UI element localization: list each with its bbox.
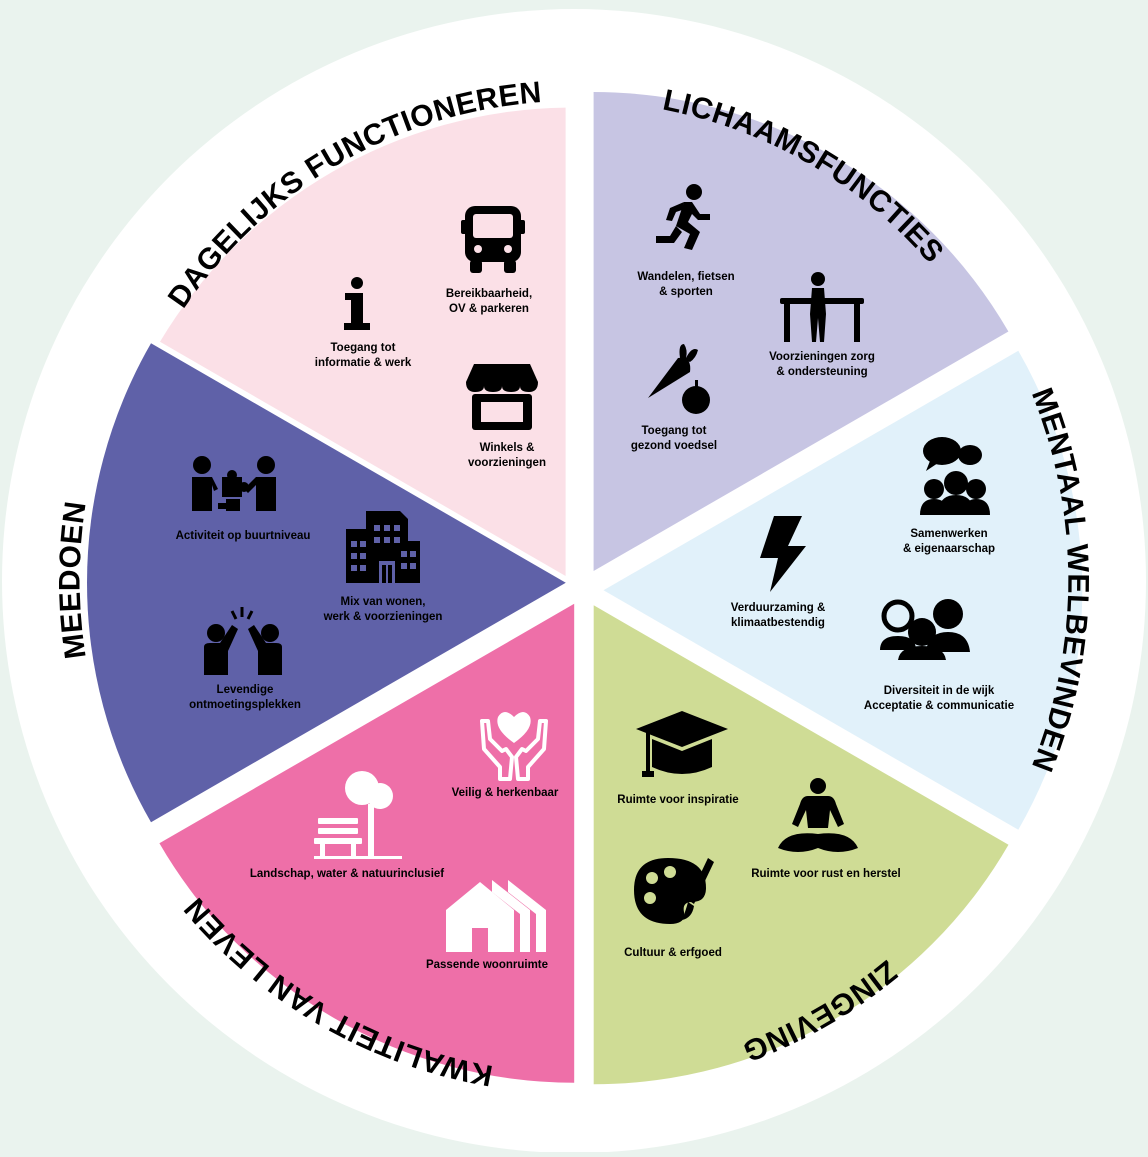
item-label-line: Levendige <box>217 684 274 696</box>
sector-kwaliteit-van-leven <box>159 603 575 1083</box>
item-label-shop: Winkels & voorzieningen <box>468 442 546 469</box>
item-label-rehabilitation-bars: Voorzieningen zorg & ondersteuning <box>769 351 875 378</box>
item-label-graduation-cap: Ruimte voor inspiratie <box>617 794 738 806</box>
item-label-line: Mix van wonen, <box>341 596 426 608</box>
item-label-line: Veilig & herkenbaar <box>452 787 559 799</box>
item-label-line: Samenwerken <box>910 528 987 540</box>
item-label-people-talking: Samenwerken & eigenaarschap <box>903 528 995 555</box>
item-label-line: gezond voedsel <box>631 440 717 452</box>
item-label-palette: Cultuur & erfgoed <box>624 947 722 959</box>
rehabilitation-bars-icon <box>780 272 864 342</box>
people-puzzle-icon <box>192 456 276 511</box>
item-label-line: Ruimte voor inspiratie <box>617 794 738 806</box>
item-label-line: voorzieningen <box>468 457 546 469</box>
item-label-line: Verduurzaming & <box>731 602 826 614</box>
running-person-icon <box>656 184 710 250</box>
item-label-line: & sporten <box>659 286 713 298</box>
item-label-line: Activiteit op buurtniveau <box>176 530 311 542</box>
diverse-people-icon <box>880 599 970 660</box>
meditation-icon <box>778 778 858 852</box>
item-label-line: Winkels & <box>480 442 535 454</box>
item-label-line: werk & voorzieningen <box>323 611 443 623</box>
item-label-meditation: Ruimte voor rust en herstel <box>751 868 901 880</box>
item-label-line: ontmoetingsplekken <box>189 699 301 711</box>
hands-heart-icon <box>480 712 548 781</box>
item-label-line: Toegang tot <box>331 342 396 354</box>
item-label-lightning-bolt: Verduurzaming & klimaatbestendig <box>731 602 826 629</box>
info-icon <box>344 277 370 330</box>
houses-icon <box>446 880 546 952</box>
item-label-line: & eigenaarschap <box>903 543 995 555</box>
carrot-apple-icon <box>648 344 710 414</box>
item-label-line: Acceptatie & communicatie <box>864 700 1014 712</box>
item-label-buildings: Mix van wonen, werk & voorzieningen <box>323 596 443 623</box>
item-label-park-bench-tree: Landschap, water & natuurinclusief <box>250 868 444 880</box>
buildings-icon <box>346 511 420 583</box>
lightning-bolt-icon <box>760 516 806 592</box>
park-bench-tree-icon <box>314 771 402 859</box>
shop-icon <box>466 364 538 430</box>
item-label-line: Landschap, water & natuurinclusief <box>250 868 444 880</box>
item-label-line: Wandelen, fietsen <box>637 271 734 283</box>
people-talking-icon <box>920 437 990 515</box>
palette-icon <box>634 858 714 924</box>
item-label-line: Cultuur & erfgoed <box>624 947 722 959</box>
graduation-cap-icon <box>636 711 728 777</box>
item-label-high-five: Levendige ontmoetingsplekken <box>189 684 301 711</box>
item-label-info: Toegang tot informatie & werk <box>315 342 412 369</box>
item-label-people-puzzle: Activiteit op buurtniveau <box>176 530 311 542</box>
item-label-line: klimaatbestendig <box>731 617 825 629</box>
item-label-houses: Passende woonruimte <box>426 959 548 971</box>
item-label-bus: Bereikbaarheid, OV & parkeren <box>446 288 532 315</box>
item-label-line: OV & parkeren <box>449 303 529 315</box>
item-label-line: Ruimte voor rust en herstel <box>751 868 901 880</box>
ring-label-meedoen: MEEDOEN <box>54 499 93 661</box>
item-label-carrot-apple: Toegang tot gezond voedsel <box>631 425 717 452</box>
item-label-hands-heart: Veilig & herkenbaar <box>452 787 559 799</box>
item-label-line: informatie & werk <box>315 357 412 369</box>
sector-mentaal-welbevinden <box>603 350 1083 830</box>
item-label-line: Passende woonruimte <box>426 959 548 971</box>
item-label-line: Diversiteit in de wijk <box>884 685 995 697</box>
item-label-line: Bereikbaarheid, <box>446 288 532 300</box>
item-label-line: Toegang tot <box>642 425 707 437</box>
item-label-line: & ondersteuning <box>776 366 867 378</box>
high-five-icon <box>204 607 282 675</box>
item-label-running-person: Wandelen, fietsen & sporten <box>637 271 734 298</box>
item-label-line: Voorzieningen zorg <box>769 351 875 363</box>
bus-icon <box>461 206 525 273</box>
